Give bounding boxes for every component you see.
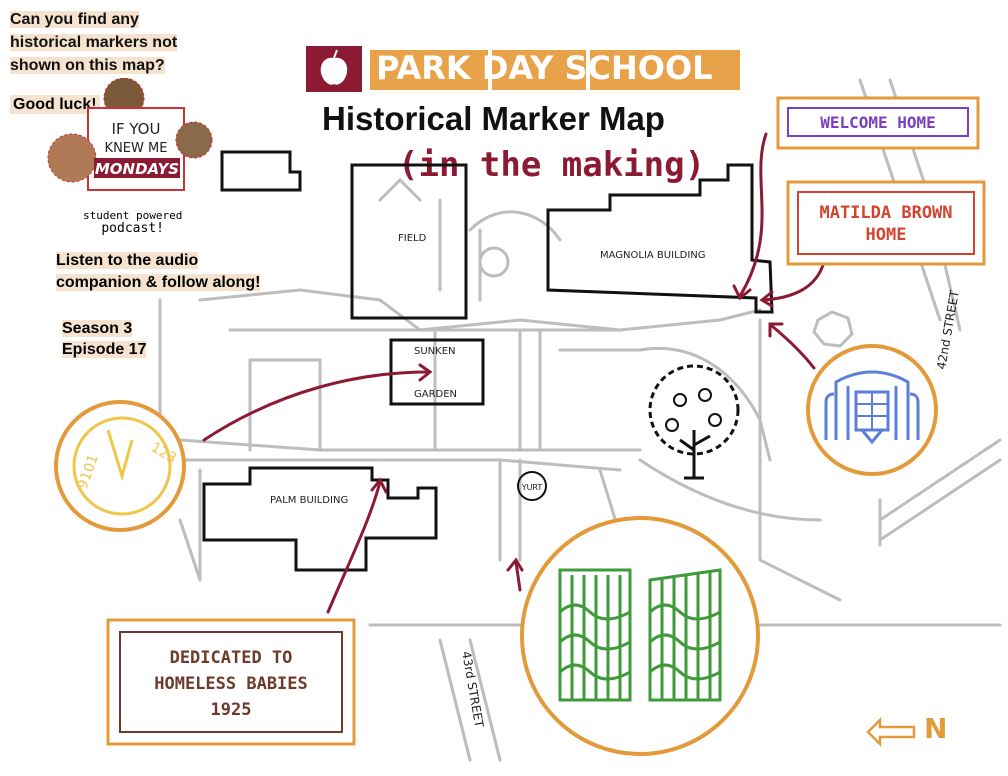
marker-arrows [202, 132, 826, 614]
magnolia-label: MAGNOLIA BUILDING [600, 250, 706, 261]
brand-box-3 [590, 50, 740, 90]
page-title: Historical Marker Map [322, 100, 665, 137]
palm-building [202, 466, 438, 572]
sunken-label: SUNKEN [414, 346, 456, 357]
matilda-arrow [762, 260, 826, 302]
magnolia-building [546, 163, 774, 314]
field-label: FIELD [398, 233, 427, 244]
prompt-line-1: Can you find any [10, 11, 139, 28]
street-42-label: 42nd STREET [934, 289, 962, 371]
dedicated-marker[interactable]: DEDICATED TO HOMELESS BABIES 1925 [106, 618, 356, 746]
yurt [517, 471, 547, 501]
welcome-home-marker[interactable]: WELCOME HOME [776, 96, 980, 150]
podcast-tag-1: student powered [83, 209, 183, 222]
gate-marker[interactable] [520, 516, 760, 756]
dedicated-line-1: DEDICATED TO [170, 648, 293, 668]
season-label: Season 3 [62, 320, 133, 337]
garden-label: GARDEN [414, 389, 457, 400]
good-luck-label: Good luck! [10, 95, 100, 114]
matilda-line-1: MATILDA BROWN [819, 203, 952, 223]
sunken-garden [389, 338, 485, 406]
field-area [350, 163, 468, 320]
matilda-arrowhead [759, 290, 774, 308]
roundabout [478, 246, 510, 278]
episode-label: Episode 17 [62, 341, 147, 358]
prompt-line-2: historical markers not [10, 34, 178, 51]
good-luck-text: Good luck! [10, 95, 100, 114]
dedicated-arrowhead [370, 477, 388, 494]
logo-line-1: IF YOU [112, 120, 161, 138]
episode-info: Season 3 Episode 17 [62, 318, 147, 360]
clock-marker[interactable]: 123 9101 [54, 400, 186, 532]
gate-icon [558, 568, 722, 702]
podcast-tag-2: podcast! [101, 221, 164, 236]
clock-arrow [202, 370, 430, 442]
gate-arrow [514, 560, 522, 592]
hexagon-feature [812, 310, 854, 348]
welcome-arrowhead [732, 284, 752, 301]
palm-label: PALM BUILDING [270, 495, 348, 506]
prompt-question: Can you find any historical markers not … [10, 8, 220, 77]
podcast-tagline: student powered podcast! [83, 209, 182, 235]
brand-name: PARK DAY SCHOOL [376, 49, 713, 87]
small-building [220, 150, 302, 192]
podcast-logo: IF YOU KNEW ME MONDAYS [47, 78, 213, 191]
prompt-line-3: shown on this map? [10, 57, 165, 74]
blue-marker-arrowhead [768, 322, 784, 338]
north-label: N [924, 712, 948, 745]
logo-line-3: MONDAYS [95, 160, 179, 178]
apple-icon [320, 57, 348, 85]
logo-line-2: KNEW ME [105, 141, 168, 156]
listen-instructions: Listen to the audio companion & follow a… [56, 250, 296, 294]
logo-banner [94, 158, 180, 178]
matilda-brown-marker[interactable]: MATILDA BROWN HOME [786, 180, 986, 266]
tree-icon [648, 364, 740, 480]
welcome-arrow [738, 132, 768, 298]
matilda-line-2: HOME [866, 225, 907, 245]
host-photo-3 [175, 121, 213, 159]
north-arrow-icon [866, 716, 916, 748]
brand-banner [306, 46, 740, 92]
apple-stem [333, 49, 338, 59]
welcome-home-text: WELCOME HOME [820, 113, 936, 132]
clock-arrowhead [418, 363, 433, 382]
dedicated-line-2: HOMELESS BABIES [154, 674, 308, 694]
brand-box-1 [370, 50, 488, 90]
listen-line-1: Listen to the audio [56, 252, 199, 269]
dedicated-arrow [326, 480, 382, 614]
blue-building-marker[interactable] [806, 344, 938, 476]
dedicated-line-3: 1925 [211, 700, 252, 720]
listen-line-2: companion & follow along! [56, 274, 261, 291]
brand-box-2 [492, 50, 586, 90]
gate-arrowhead [506, 557, 524, 572]
clock-hands-icon [106, 429, 134, 482]
yurt-label: YURT [521, 483, 543, 492]
north-arrow [866, 716, 916, 748]
blue-marker-arrow [770, 324, 816, 370]
